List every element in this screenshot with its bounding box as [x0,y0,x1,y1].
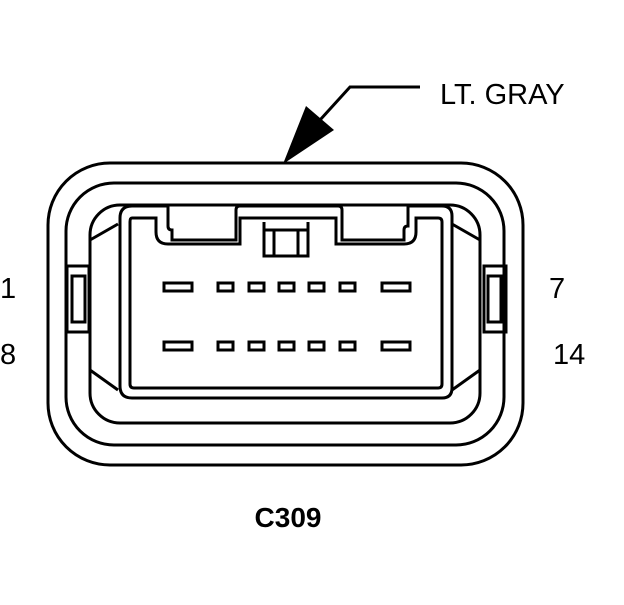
connector-id: C309 [255,502,322,533]
pin-label-1: 1 [0,273,16,305]
wire-color-label: LT. GRAY [440,79,565,111]
pin-cavity-13 [338,340,357,352]
leader-arrowhead [283,106,334,164]
pin-cavity-14 [380,340,412,352]
wire-color-leader [318,85,420,122]
pin-cavity-7 [380,281,412,293]
housing-chamfers [89,222,481,392]
pin-cavity-4 [277,281,296,293]
left-lock-tab [65,264,91,334]
pin-cavity-2 [216,281,235,293]
pin-cavities [162,281,412,352]
pin-cavity-12 [307,340,326,352]
pin-cavity-10 [247,340,266,352]
key-latch [262,222,310,258]
pin-cavity-6 [338,281,357,293]
pin-cavity-1 [162,281,194,293]
pin-label-8: 8 [0,339,16,371]
pin-cavity-5 [307,281,326,293]
pin-cavity-8 [162,340,194,352]
pin-insert [118,204,454,400]
pin-cavity-3 [247,281,266,293]
pin-cavity-9 [216,340,235,352]
pin-label-7: 7 [549,273,565,305]
right-lock-tab [482,264,508,334]
pin-cavity-11 [277,340,296,352]
pin-label-14: 14 [553,339,585,371]
